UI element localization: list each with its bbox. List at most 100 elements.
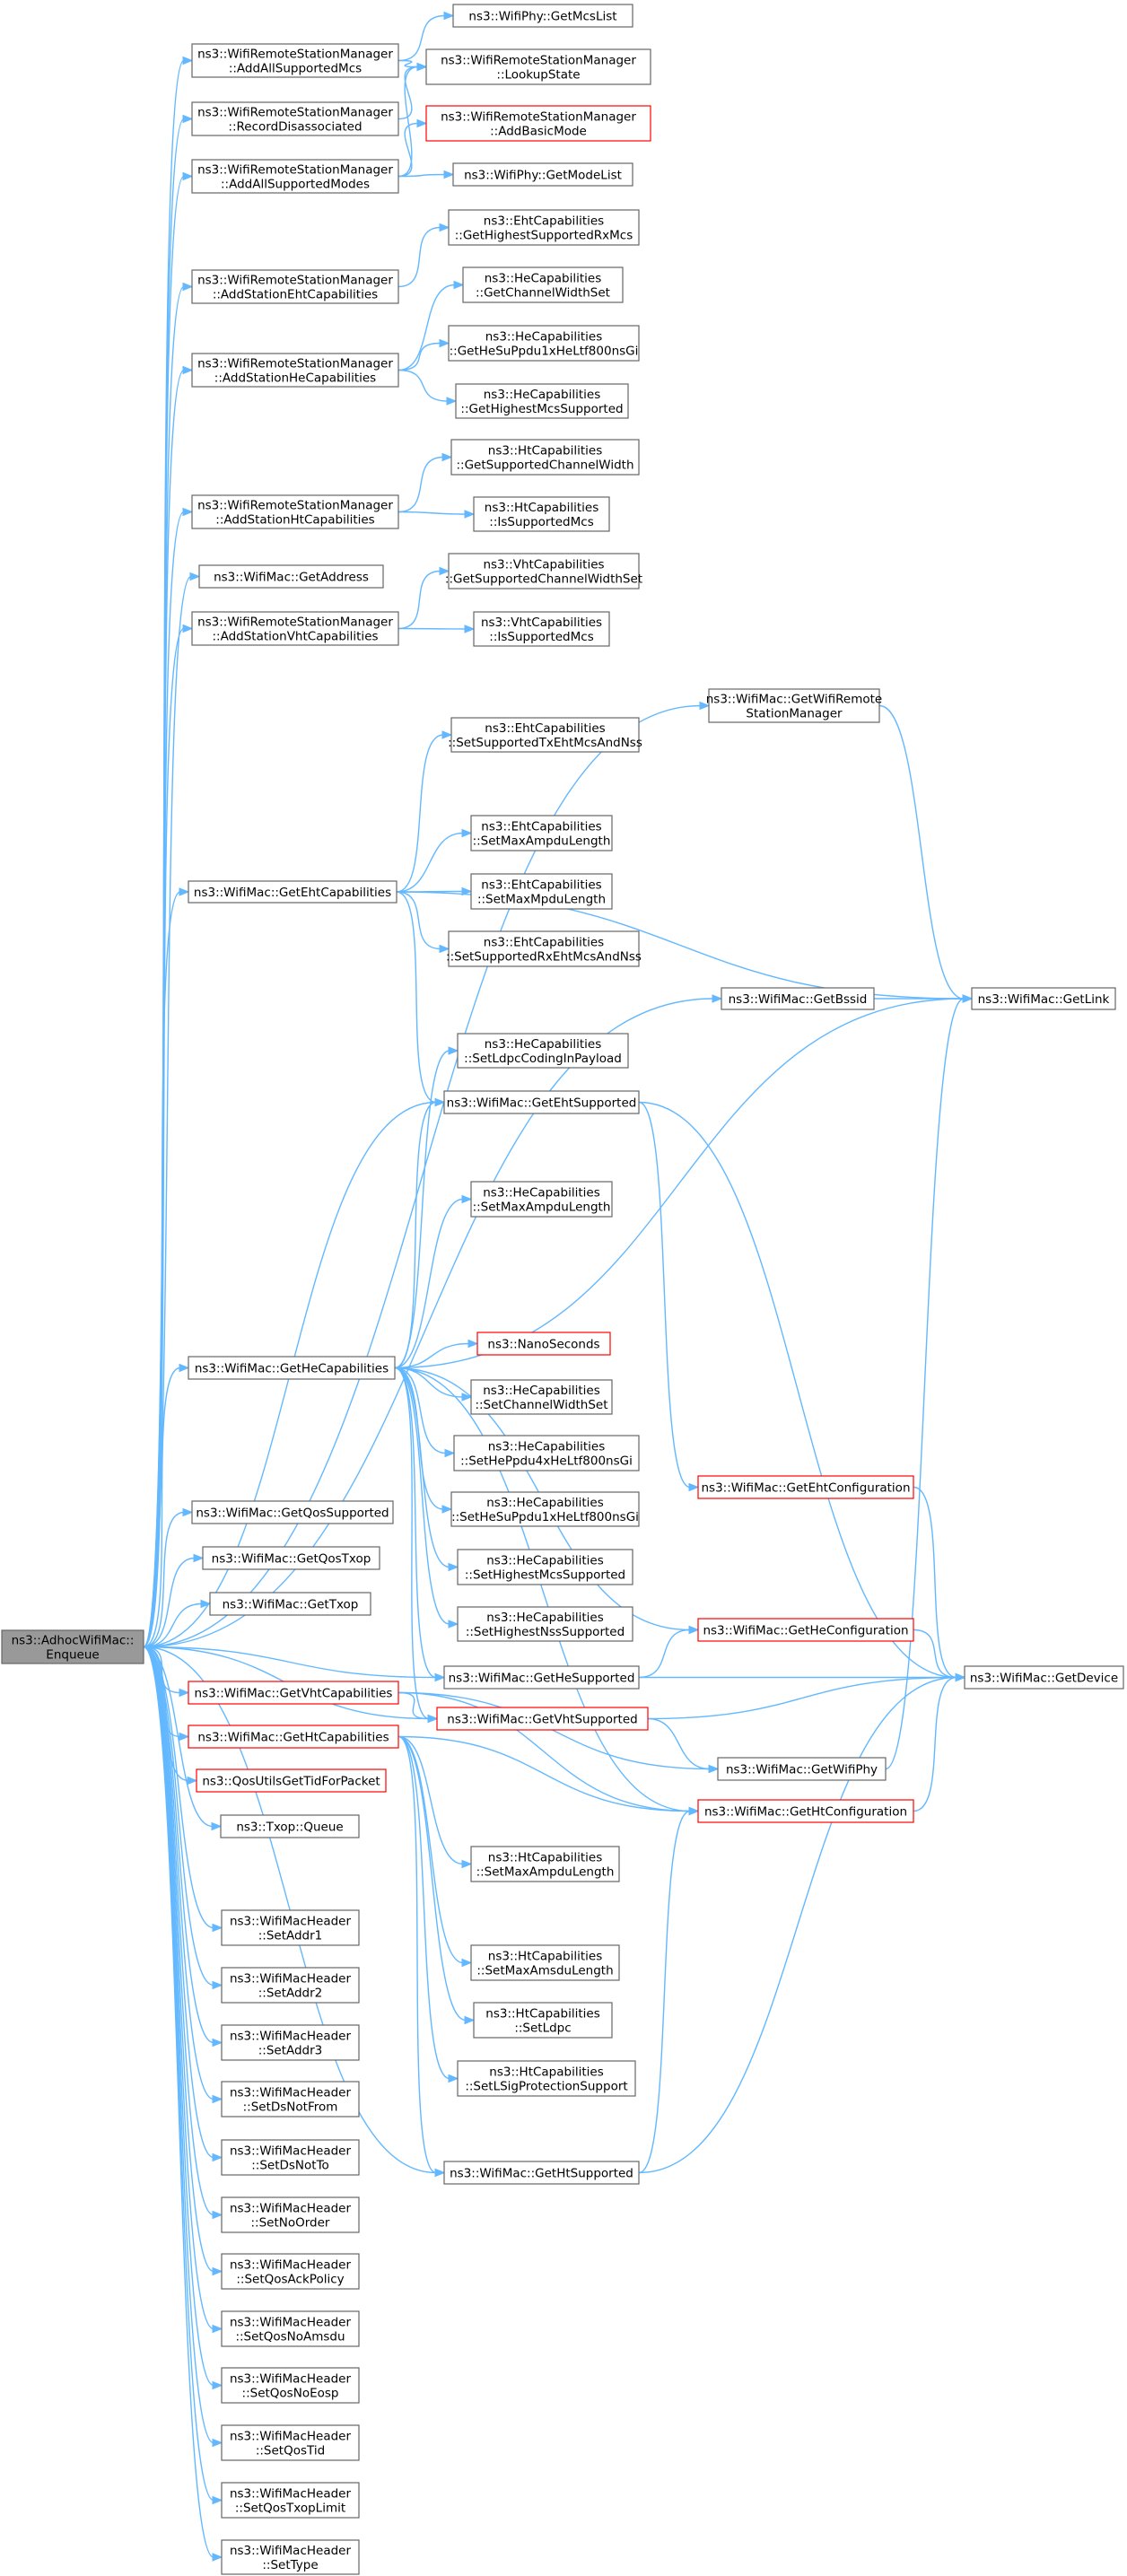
node-add-sta-eht[interactable]: ns3::WifiRemoteStationManager::AddStatio… <box>191 269 399 304</box>
node-get-he-caps[interactable]: ns3::WifiMac::GetHeCapabilities <box>188 1356 396 1380</box>
edge-root-to-get-address <box>143 572 201 1648</box>
edge-line <box>398 1691 691 1812</box>
edge-line <box>638 1101 957 1679</box>
node-get-bssid[interactable]: ns3::WifiMac::GetBssid <box>721 987 875 1010</box>
node-get-ht-caps[interactable]: ns3::WifiMac::GetHtCapabilities <box>188 1725 399 1749</box>
node-ht-set-lsig[interactable]: ns3::HtCapabilities::SetLSigProtectionSu… <box>457 2060 636 2097</box>
node-lookup-state[interactable]: ns3::WifiRemoteStationManager::LookupSta… <box>425 48 651 85</box>
arrow-head-icon <box>453 280 465 290</box>
node-label: ns3::EhtCapabilities <box>484 936 604 950</box>
node-set-addr2[interactable]: ns3::WifiMacHeader::SetAddr2 <box>221 1967 360 2004</box>
node-eht-set-max-ampdu[interactable]: ns3::EhtCapabilities::SetMaxAmpduLength <box>470 815 613 851</box>
node-eht-set-tx[interactable]: ns3::EhtCapabilities::SetSupportedTxEhtM… <box>448 717 642 753</box>
node-ht-set-max-amsdu[interactable]: ns3::HtCapabilities::SetMaxAmsduLength <box>470 1944 620 1981</box>
node-he-su-ppdu[interactable]: ns3::HeCapabilities::GetHeSuPpdu1xHeLtf8… <box>448 325 640 362</box>
node-eht-set-max-mpdu[interactable]: ns3::EhtCapabilities::SetMaxMpduLength <box>470 873 613 910</box>
node-ht-set-max-ampdu[interactable]: ns3::HtCapabilities::SetMaxAmpduLength <box>470 1846 620 1882</box>
node-vht-is-supp-mcs[interactable]: ns3::VhtCapabilities::IsSupportedMcs <box>473 611 610 647</box>
edge-add-sta-he-to-he-highest-mcs <box>398 369 458 406</box>
node-label: ns3::WifiMac::GetTxop <box>223 1598 359 1612</box>
node-set-qos-no-amsdu[interactable]: ns3::WifiMacHeader::SetQosNoAmsdu <box>221 2310 360 2347</box>
edge-line <box>878 704 965 1000</box>
node-record-disassoc[interactable]: ns3::WifiRemoteStationManager::RecordDis… <box>191 101 399 136</box>
edge-get-ht-caps-to-ht-set-lsig <box>398 1735 459 2083</box>
node-get-address[interactable]: ns3::WifiMac::GetAddress <box>198 564 384 589</box>
node-add-all-modes[interactable]: ns3::WifiRemoteStationManager::AddAllSup… <box>191 159 399 194</box>
edge-add-sta-vht-to-vht-is-supp-mcs <box>398 624 476 633</box>
node-get-mcs-list[interactable]: ns3::WifiPhy::GetMcsList <box>452 4 633 28</box>
node-add-sta-vht[interactable]: ns3::WifiRemoteStationManager::AddStatio… <box>191 611 399 646</box>
edge-get-eht-supp-to-get-device <box>638 1101 966 1682</box>
node-get-wifi-phy[interactable]: ns3::WifiMac::GetWifiPhy <box>717 1757 887 1781</box>
node-txop-queue[interactable]: ns3::Txop::Queue <box>220 1814 360 1838</box>
node-add-sta-ht[interactable]: ns3::WifiRemoteStationManager::AddStatio… <box>191 494 399 529</box>
node-set-qos-tid[interactable]: ns3::WifiMacHeader::SetQosTid <box>221 2424 360 2461</box>
node-ht-supp-chan-width[interactable]: ns3::HtCapabilities::GetSupportedChannel… <box>450 439 640 476</box>
node-get-ht-supp[interactable]: ns3::WifiMac::GetHtSupported <box>443 2161 640 2185</box>
node-he-set-highest-nss[interactable]: ns3::HeCapabilities::SetHighestNssSuppor… <box>457 1606 633 1642</box>
node-label: ::RecordDisassociated <box>228 120 362 135</box>
node-set-ds-not-to[interactable]: ns3::WifiMacHeader::SetDsNotTo <box>221 2139 360 2176</box>
node-get-vht-caps[interactable]: ns3::WifiMac::GetVhtCapabilities <box>188 1681 399 1705</box>
node-get-eht-supp[interactable]: ns3::WifiMac::GetEhtSupported <box>443 1090 640 1114</box>
node-qos-tid[interactable]: ns3::QosUtilsGetTidForPacket <box>196 1768 387 1793</box>
edge-line <box>394 1367 450 1568</box>
node-set-addr1[interactable]: ns3::WifiMacHeader::SetAddr1 <box>221 1909 360 1946</box>
node-nano-seconds[interactable]: ns3::NanoSeconds <box>476 1332 611 1356</box>
node-ht-is-supp-mcs[interactable]: ns3::HtCapabilities::IsSupportedMcs <box>473 496 610 532</box>
arrow-head-icon <box>699 701 711 711</box>
node-box <box>188 880 398 904</box>
edge-line <box>398 284 456 371</box>
node-get-qos-txop[interactable]: ns3::WifiMac::GetQosTxop <box>202 1546 380 1570</box>
node-eht-set-rx[interactable]: ns3::EhtCapabilities::SetSupportedRxEhtM… <box>446 930 642 967</box>
node-root[interactable]: ns3::AdhocWifiMac::Enqueue <box>1 1629 144 1664</box>
node-get-vht-supp[interactable]: ns3::WifiMac::GetVhtSupported <box>436 1707 649 1731</box>
node-he-set-chan-width[interactable]: ns3::HeCapabilities::SetChannelWidthSet <box>470 1379 613 1415</box>
node-label: ns3::WifiPhy::GetModeList <box>464 169 622 183</box>
node-box <box>443 1665 640 1690</box>
node-he-chan-width-set[interactable]: ns3::HeCapabilities::GetChannelWidthSet <box>462 266 624 303</box>
edge-line <box>647 1717 711 1770</box>
node-box <box>425 48 651 85</box>
node-set-qos-ack[interactable]: ns3::WifiMacHeader::SetQosAckPolicy <box>221 2253 360 2290</box>
node-vht-supp-chan-width[interactable]: ns3::VhtCapabilities::GetSupportedChanne… <box>445 553 642 589</box>
node-set-no-order[interactable]: ns3::WifiMacHeader::SetNoOrder <box>221 2196 360 2233</box>
node-set-qos-txop[interactable]: ns3::WifiMacHeader::SetQosTxopLimit <box>221 2482 360 2519</box>
node-get-ht-config[interactable]: ns3::WifiMac::GetHtConfiguration <box>697 1799 914 1823</box>
node-he-set-max-ampdu[interactable]: ns3::HeCapabilities::SetMaxAmpduLength <box>470 1181 613 1218</box>
arrow-head-icon <box>441 1505 453 1514</box>
node-get-device[interactable]: ns3::WifiMac::GetDevice <box>964 1665 1124 1690</box>
arrow-head-icon <box>182 114 194 124</box>
node-eht-highest-rx-mcs[interactable]: ns3::EhtCapabilities::GetHighestSupporte… <box>448 209 640 246</box>
edge-root-to-set-no-order <box>143 1646 223 2220</box>
node-he-set-highest-mcs[interactable]: ns3::HeCapabilities::SetHighestMcsSuppor… <box>457 1549 633 1585</box>
node-get-he-supp[interactable]: ns3::WifiMac::GetHeSupported <box>443 1665 640 1690</box>
node-add-sta-he[interactable]: ns3::WifiRemoteStationManager::AddStatio… <box>191 353 399 388</box>
node-label: ns3::HeCapabilities <box>485 272 601 286</box>
edge-add-sta-ht-to-ht-supp-chan-width <box>398 452 453 513</box>
node-get-eht-config[interactable]: ns3::WifiMac::GetEhtConfiguration <box>697 1475 914 1499</box>
edge-root-to-set-addr1 <box>143 1646 223 1933</box>
node-he-set-ldpc[interactable]: ns3::HeCapabilities::SetLdpcCodingInPayl… <box>457 1033 629 1069</box>
node-get-txop[interactable]: ns3::WifiMac::GetTxop <box>209 1592 371 1616</box>
node-get-qos-supp[interactable]: ns3::WifiMac::GetQosSupported <box>191 1500 394 1524</box>
arrow-head-icon <box>212 2038 223 2048</box>
node-he-highest-mcs[interactable]: ns3::HeCapabilities::GetHighestMcsSuppor… <box>455 383 629 419</box>
node-get-mode-list[interactable]: ns3::WifiPhy::GetModeList <box>452 162 633 187</box>
node-label: ::AddStationHeCapabilities <box>214 371 376 386</box>
node-set-type[interactable]: ns3::WifiMacHeader::SetType <box>221 2539 360 2575</box>
edge-add-all-modes-to-add-basic-mode <box>398 118 428 178</box>
node-ht-set-ldpc[interactable]: ns3::HtCapabilities::SetLdpc <box>473 2002 613 2039</box>
node-get-link[interactable]: ns3::WifiMac::GetLink <box>971 987 1116 1010</box>
node-add-basic-mode[interactable]: ns3::WifiRemoteStationManager::AddBasicM… <box>425 105 651 142</box>
node-get-he-config[interactable]: ns3::WifiMac::GetHeConfiguration <box>697 1618 914 1642</box>
node-he-set-he-ppdu4x[interactable]: ns3::HeCapabilities::SetHePpdu4xHeLtf800… <box>453 1435 640 1471</box>
node-set-qos-no-eosp[interactable]: ns3::WifiMacHeader::SetQosNoEosp <box>221 2367 360 2404</box>
node-get-rsm[interactable]: ns3::WifiMac::GetWifiRemoteStationManage… <box>706 688 882 723</box>
node-add-all-mcs[interactable]: ns3::WifiRemoteStationManager::AddAllSup… <box>191 43 399 78</box>
node-set-addr3[interactable]: ns3::WifiMacHeader::SetAddr3 <box>221 2024 360 2061</box>
node-get-eht-caps[interactable]: ns3::WifiMac::GetEhtCapabilities <box>188 880 398 904</box>
node-set-ds-not-from[interactable]: ns3::WifiMacHeader::SetDsNotFrom <box>221 2081 360 2118</box>
node-he-set-he-su1x[interactable]: ns3::HeCapabilities::SetHeSuPpdu1xHeLtf8… <box>450 1491 640 1527</box>
node-label: ::SetChannelWidthSet <box>475 1398 607 1412</box>
